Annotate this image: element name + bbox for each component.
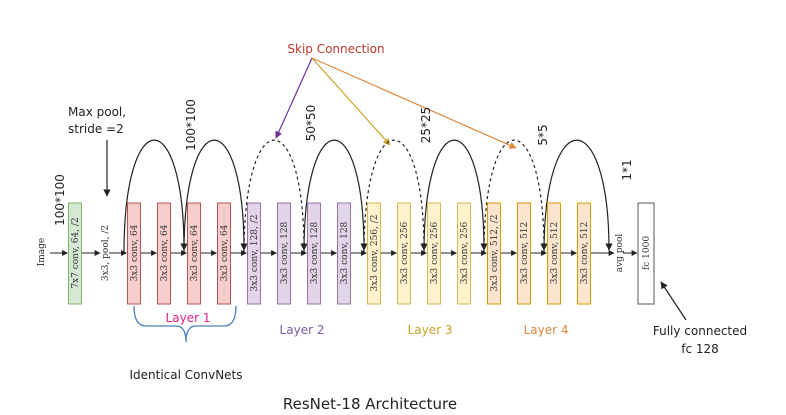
block-layer4-conv2: 3x3 conv, 512	[517, 202, 531, 305]
block-label: 3x3 conv, 256	[430, 221, 440, 284]
block-avgpool: avg pool	[615, 234, 625, 273]
residual-arc	[123, 139, 188, 254]
block-layer1-conv2: 3x3 conv, 64	[157, 202, 171, 305]
block-box	[577, 202, 591, 305]
size-label-layer3: 25*25	[419, 107, 433, 144]
block-layer1-conv4: 3x3 conv, 64	[217, 202, 231, 305]
maxpool-note-line2: stride =2	[68, 122, 124, 136]
block-label: 3x3 conv, 128	[310, 221, 320, 284]
size-label-input: 100*100	[53, 174, 67, 226]
layer-label-4: Layer 4	[524, 323, 569, 337]
block-box	[68, 202, 82, 305]
block-layer4-conv1: 3x3 conv, 512, /2	[487, 202, 501, 305]
layer-label-1: Layer 1	[166, 311, 211, 325]
block-layer2-conv2: 3x3 conv, 128	[277, 202, 291, 305]
block-label: 3x3 conv, 64	[190, 224, 200, 281]
size-label-layer1: 100*100	[184, 99, 198, 151]
residual-arc	[183, 139, 248, 254]
skip-arrow-layer2	[275, 57, 313, 139]
block-layer4-conv3: 3x3 conv, 512	[547, 202, 561, 305]
residual-arc-dashed	[363, 139, 428, 254]
block-label: 3x3 conv, 64	[220, 224, 230, 281]
block-label: fc 1000	[642, 236, 652, 270]
block-label: 3x3 conv, 512, /2	[490, 214, 500, 291]
block-box	[547, 202, 561, 305]
size-label-layer4: 5*5	[536, 124, 550, 145]
block-box	[307, 202, 321, 305]
block-box	[157, 202, 171, 305]
fc-note-arrow	[660, 281, 687, 321]
block-box	[517, 202, 531, 305]
block-label: 3x3 conv, 64	[160, 224, 170, 281]
block-box	[217, 202, 231, 305]
block-box	[187, 202, 201, 305]
diagram-title: ResNet-18 Architecture	[283, 395, 457, 413]
block-chain: 7x7 conv, 64, /2 3x3, pool, /2 3x3 conv,…	[68, 202, 655, 305]
block-label: 3x3 conv, 64	[130, 224, 140, 281]
layer-label-2: Layer 2	[280, 323, 325, 337]
block-label: 3x3 conv, 512	[580, 222, 590, 285]
residual-arc-dashed	[483, 139, 548, 254]
block-label: avg pool	[615, 234, 625, 273]
block-box	[637, 202, 655, 305]
block-layer2-conv3: 3x3 conv, 128	[307, 202, 321, 305]
size-label-layer2: 50*50	[304, 105, 318, 142]
size-label-output: 1*1	[620, 159, 634, 180]
block-label: 3x3 conv, 512	[550, 222, 560, 285]
skip-connection-label: Skip Connection	[287, 42, 384, 56]
block-box	[367, 202, 381, 305]
block-conv1: 7x7 conv, 64, /2	[68, 202, 82, 305]
fc-note-line1: Fully connected	[653, 324, 747, 338]
block-box	[277, 202, 291, 305]
block-box	[457, 202, 471, 305]
block-layer2-conv1: 3x3 conv, 128, /2	[247, 202, 261, 305]
block-label: 7x7 conv, 64, /2	[71, 217, 81, 288]
block-label: 3x3 conv, 512	[520, 222, 530, 285]
block-layer3-conv1: 3x3 conv, 256, /2	[367, 202, 381, 305]
residual-arc	[423, 139, 488, 254]
block-layer4-conv4: 3x3 conv, 512	[577, 202, 591, 305]
fc-note-line2: fc 128	[681, 342, 719, 356]
block-box	[487, 202, 501, 305]
skip-arrow-layer3	[311, 57, 391, 146]
residual-arcs	[123, 139, 613, 254]
maxpool-note-line1: Max pool,	[68, 105, 126, 119]
block-label: 3x3 conv, 128, /2	[250, 214, 260, 291]
block-box	[397, 202, 411, 305]
block-label: 3x3 conv, 256	[400, 221, 410, 284]
block-layer1-conv3: 3x3 conv, 64	[187, 202, 201, 305]
block-label: 3x3, pool, /2	[101, 225, 111, 281]
residual-arc	[543, 139, 613, 254]
block-layer3-conv4: 3x3 conv, 256	[457, 202, 471, 305]
block-layer3-conv3: 3x3 conv, 256	[427, 202, 441, 305]
block-layer3-conv2: 3x3 conv, 256	[397, 202, 411, 305]
block-layer2-conv4: 3x3 conv, 128	[337, 202, 351, 305]
block-box	[427, 202, 441, 305]
block-box	[127, 202, 141, 305]
block-label: 3x3 conv, 128	[280, 221, 290, 284]
block-maxpool: 3x3, pool, /2	[101, 225, 111, 281]
block-label: 3x3 conv, 256, /2	[370, 214, 380, 291]
block-layer1-conv1: 3x3 conv, 64	[127, 202, 141, 305]
block-label: 3x3 conv, 256	[460, 221, 470, 284]
residual-arc	[303, 139, 368, 254]
identical-convnets-label: Identical ConvNets	[129, 368, 242, 382]
block-fc: fc 1000	[637, 202, 655, 305]
skip-arrow-layer4	[311, 57, 517, 149]
input-image-label: Image	[37, 238, 47, 267]
layer-label-3: Layer 3	[408, 323, 453, 337]
identical-brace	[133, 305, 237, 343]
block-label: 3x3 conv, 128	[340, 221, 350, 284]
block-box	[247, 202, 261, 305]
block-box	[337, 202, 351, 305]
residual-arc-dashed	[243, 139, 308, 254]
